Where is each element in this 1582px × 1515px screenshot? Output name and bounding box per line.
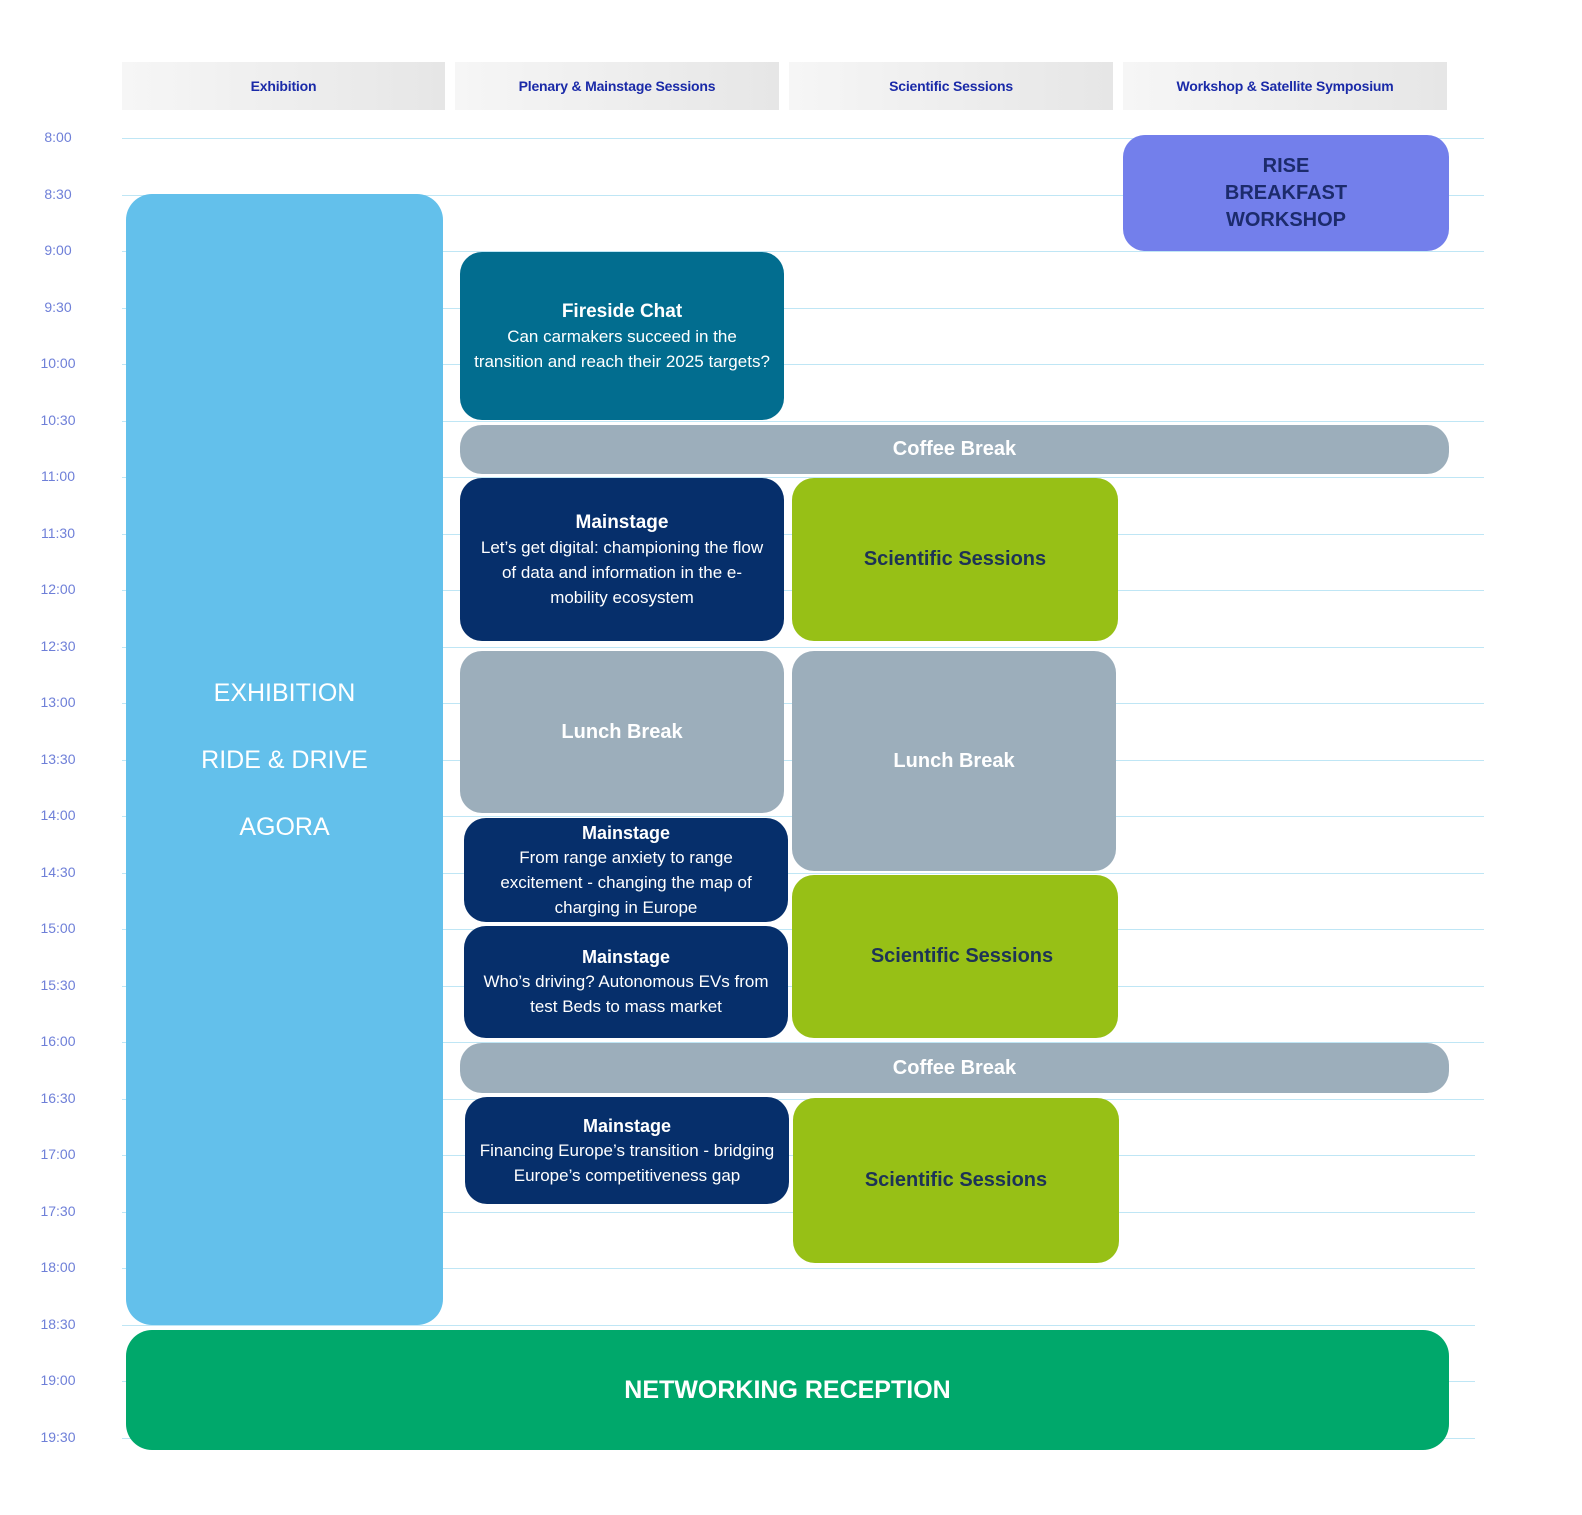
- time-gridline: [122, 647, 1484, 648]
- time-label: 14:00: [40, 807, 76, 823]
- rise-breakfast-workshop-block[interactable]: RISE BREAKFAST WORKSHOP: [1123, 135, 1449, 251]
- scientific-session-block[interactable]: Scientific Sessions: [792, 478, 1118, 641]
- time-label: 9:30: [44, 299, 72, 315]
- scientific-session-label: Scientific Sessions: [863, 548, 1047, 570]
- session-title: Fireside Chat: [561, 300, 683, 322]
- column-header-exhibition: Exhibition: [122, 62, 445, 110]
- coffee-break-block[interactable]: Coffee Break: [460, 425, 1449, 474]
- time-gridline: [122, 1042, 1484, 1043]
- fireside-chat-block[interactable]: Fireside Chat Can carmakers succeed in t…: [460, 252, 784, 420]
- time-label: 10:00: [40, 355, 76, 371]
- column-header-scientific: Scientific Sessions: [789, 62, 1113, 110]
- mainstage-session-block[interactable]: Mainstage Who’s driving? Autonomous EVs …: [464, 926, 788, 1038]
- time-label: 14:30: [40, 864, 76, 880]
- time-label: 19:00: [40, 1372, 76, 1388]
- workshop-line-3: WORKSHOP: [1226, 208, 1346, 231]
- agora-label: AGORA: [239, 812, 330, 841]
- session-title: Mainstage: [581, 822, 671, 843]
- workshop-line-2: BREAKFAST: [1224, 181, 1348, 204]
- time-label: 8:30: [44, 186, 72, 202]
- time-gridline: [122, 421, 1484, 422]
- lunch-break-block[interactable]: Lunch Break: [460, 651, 784, 813]
- time-label: 16:00: [40, 1033, 76, 1049]
- time-gridline: [122, 1268, 1475, 1269]
- time-label: 18:00: [40, 1259, 76, 1275]
- session-description: Financing Europe’s transition - bridging…: [479, 1140, 775, 1185]
- scientific-session-label: Scientific Sessions: [870, 945, 1054, 967]
- scientific-session-label: Scientific Sessions: [864, 1169, 1048, 1191]
- session-description: Can carmakers succeed in the transition …: [474, 326, 770, 371]
- lunch-break-block[interactable]: Lunch Break: [792, 651, 1116, 871]
- time-label: 13:30: [40, 751, 76, 767]
- time-label: 10:30: [40, 412, 76, 428]
- coffee-break-label: Coffee Break: [892, 438, 1017, 460]
- session-description: Let’s get digital: championing the flow …: [480, 537, 764, 607]
- time-gridline: [122, 138, 1484, 139]
- mainstage-session-block[interactable]: Mainstage Financing Europe’s transition …: [465, 1097, 789, 1204]
- time-label: 15:00: [40, 920, 76, 936]
- session-title: Mainstage: [582, 1115, 672, 1136]
- mainstage-session-block[interactable]: Mainstage From range anxiety to range ex…: [464, 818, 788, 922]
- session-description: From range anxiety to range excitement -…: [500, 847, 752, 917]
- time-gridline: [122, 364, 1484, 365]
- time-gridline: [122, 1099, 1484, 1100]
- time-label: 13:00: [40, 694, 76, 710]
- time-gridline: [122, 195, 1484, 196]
- time-gridline: [122, 1325, 1475, 1326]
- scientific-session-block[interactable]: Scientific Sessions: [793, 1098, 1119, 1263]
- time-gridline: [122, 873, 1484, 874]
- time-gridline: [122, 251, 1484, 252]
- time-label: 16:30: [40, 1090, 76, 1106]
- time-gridline: [122, 477, 1484, 478]
- time-label: 15:30: [40, 977, 76, 993]
- lunch-break-label: Lunch Break: [561, 720, 683, 743]
- time-gridline: [122, 308, 1484, 309]
- time-label: 12:00: [40, 581, 76, 597]
- workshop-line-1: RISE: [1262, 154, 1310, 177]
- time-label: 17:00: [40, 1146, 76, 1162]
- time-label: 17:30: [40, 1203, 76, 1219]
- lunch-break-label: Lunch Break: [893, 749, 1015, 772]
- time-label: 12:30: [40, 638, 76, 654]
- time-label: 8:00: [44, 129, 72, 145]
- networking-reception-block[interactable]: NETWORKING RECEPTION: [126, 1330, 1449, 1450]
- coffee-break-label: Coffee Break: [892, 1056, 1017, 1079]
- ride-drive-label: RIDE & DRIVE: [201, 745, 368, 774]
- time-label: 11:00: [41, 468, 75, 484]
- column-header-plenary: Plenary & Mainstage Sessions: [455, 62, 779, 110]
- session-description: Who’s driving? Autonomous EVs from test …: [483, 972, 769, 1016]
- coffee-break-block[interactable]: Coffee Break: [460, 1043, 1449, 1093]
- time-label: 9:00: [44, 242, 72, 258]
- exhibition-label: EXHIBITION: [213, 678, 356, 707]
- time-label: 11:30: [41, 525, 75, 541]
- scientific-session-block[interactable]: Scientific Sessions: [792, 875, 1118, 1038]
- session-title: Mainstage: [581, 947, 671, 967]
- networking-reception-label: NETWORKING RECEPTION: [624, 1375, 951, 1404]
- session-title: Mainstage: [575, 511, 669, 533]
- mainstage-session-block[interactable]: Mainstage Let’s get digital: championing…: [460, 478, 784, 641]
- time-label: 18:30: [40, 1316, 76, 1332]
- exhibition-block[interactable]: EXHIBITION RIDE & DRIVE AGORA: [126, 194, 443, 1325]
- column-header-workshop: Workshop & Satellite Symposium: [1123, 62, 1447, 110]
- time-label: 19:30: [40, 1429, 76, 1445]
